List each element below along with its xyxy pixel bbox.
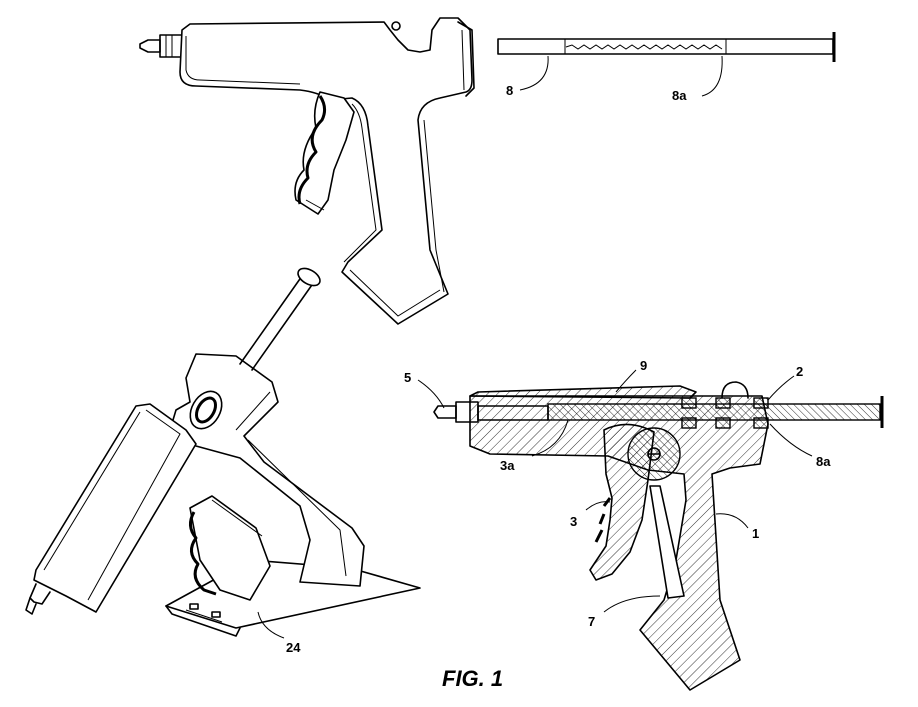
leader-2 [768,376,794,400]
leader-7 [604,596,660,612]
label-3: 3 [570,514,577,529]
label-8: 8 [506,83,513,98]
leader-5 [418,380,444,408]
leader-8a [770,424,812,456]
label-7: 7 [588,614,595,629]
label-8a-section: 8a [816,454,831,469]
label-3a: 3a [500,458,515,473]
glue-gun-section-view [434,382,882,690]
glue-stick-diagram [498,32,834,96]
glue-gun-perspective-view [26,265,420,636]
leader-1 [716,514,748,528]
label-5: 5 [404,370,411,385]
label-1: 1 [752,526,759,541]
figure-caption: FIG. 1 [442,666,503,691]
label-24: 24 [286,640,301,655]
label-9: 9 [640,358,647,373]
label-2: 2 [796,364,803,379]
label-8a-top: 8a [672,88,687,103]
